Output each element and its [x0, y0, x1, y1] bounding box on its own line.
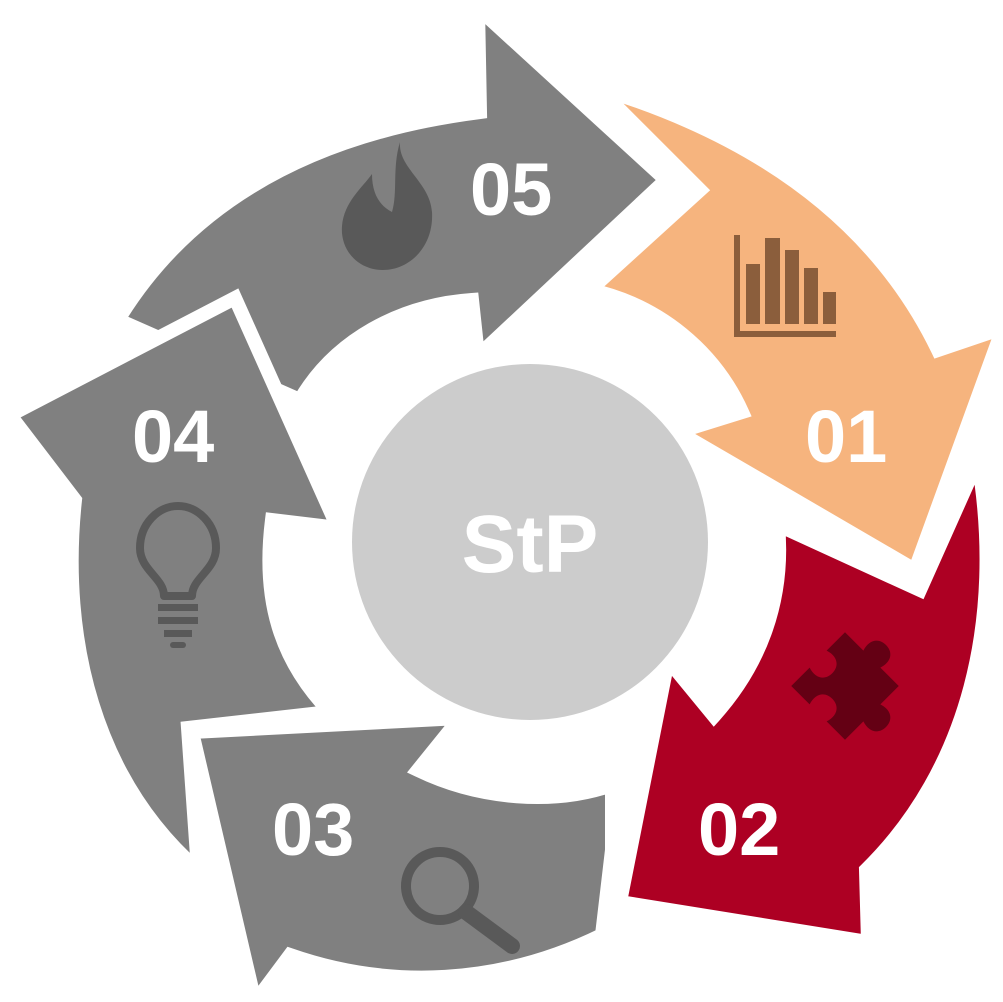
magnifier-icon — [401, 847, 520, 954]
segment-05: 05 — [107, 0, 677, 409]
segment-02-arrow — [611, 435, 994, 951]
segment-04-arrow — [0, 288, 350, 887]
segment-04: 04 — [0, 288, 350, 887]
segment-01: 01 — [575, 81, 1003, 581]
segment-02-number: 02 — [698, 788, 780, 871]
segment-03: 03 — [183, 710, 619, 1002]
segment-03-arrow — [183, 710, 619, 1002]
segment-05-arrow — [107, 0, 677, 409]
segment-01-arrow — [575, 81, 1003, 581]
segment-05-number: 05 — [470, 148, 552, 231]
puzzle-piece-icon — [791, 632, 899, 740]
segment-04-number: 04 — [132, 395, 214, 478]
segment-01-number: 01 — [805, 395, 887, 478]
bar-chart-icon — [734, 235, 836, 337]
center-circle — [352, 364, 708, 720]
flame-icon — [341, 142, 433, 270]
segment-02: 02 — [611, 435, 994, 951]
lightbulb-icon — [136, 502, 220, 648]
segment-03-number: 03 — [272, 788, 354, 871]
center-label: StP — [462, 499, 599, 590]
center-hub: StP — [352, 364, 708, 720]
